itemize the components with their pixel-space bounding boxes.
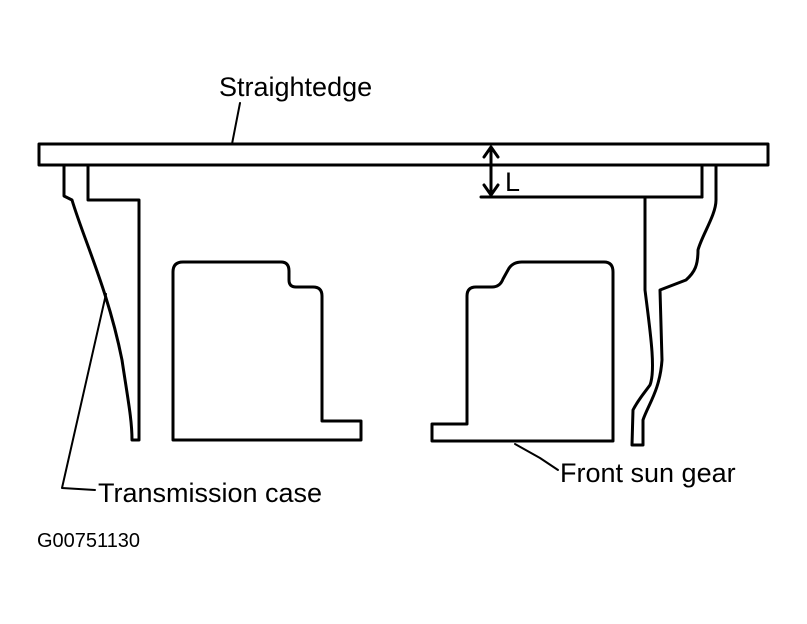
dimension-arrow-bottom bbox=[482, 183, 500, 197]
dimension-label: L bbox=[505, 167, 521, 197]
transmission-case-leader bbox=[61, 293, 107, 491]
straightedge-label: Straightedge bbox=[219, 72, 373, 102]
dimension-arrow-top bbox=[482, 145, 500, 159]
front-sun-gear-label: Front sun gear bbox=[560, 458, 736, 488]
transmission-case-right-wall bbox=[630, 163, 718, 447]
straightedge-bar bbox=[37, 142, 770, 167]
transmission-case-label: Transmission case bbox=[98, 478, 323, 508]
straightedge-leader bbox=[231, 102, 241, 145]
transmission-case-left-wall bbox=[62, 163, 141, 442]
front-sun-gear-left-half bbox=[171, 260, 363, 442]
figure-code: G00751130 bbox=[37, 530, 141, 552]
front-sun-gear-leader bbox=[514, 443, 559, 471]
front-sun-gear-right-half bbox=[430, 260, 615, 443]
